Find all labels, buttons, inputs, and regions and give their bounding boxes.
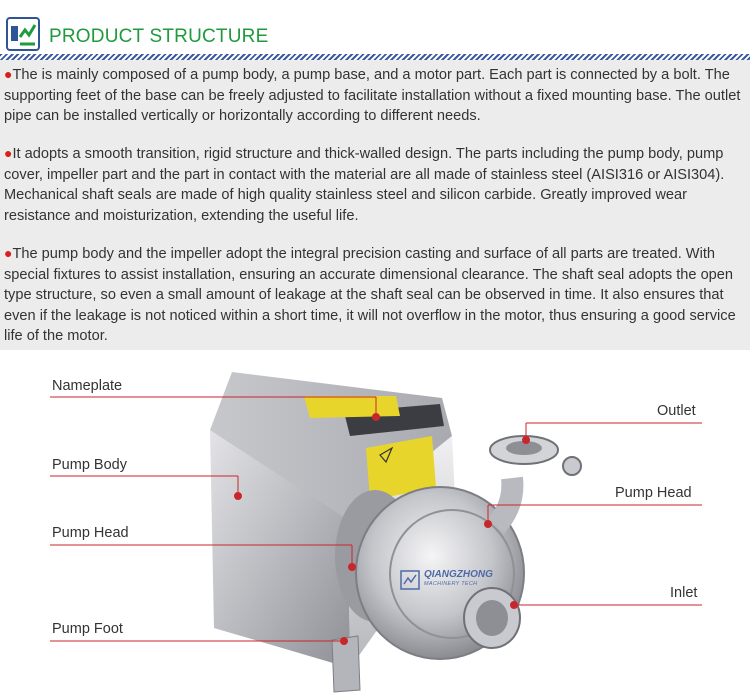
inlet-bore bbox=[476, 600, 508, 636]
label-outlet: Outlet bbox=[657, 403, 696, 419]
paragraph-structure: ●The is mainly composed of a pump body, … bbox=[4, 64, 746, 127]
brand-watermark: QIANGZHONG MACHINERY TECH bbox=[400, 569, 520, 593]
bullet-icon: ● bbox=[4, 245, 13, 261]
label-pump-foot: Pump Foot bbox=[52, 621, 123, 637]
bullet-icon: ● bbox=[4, 66, 13, 82]
paragraph-text: It adopts a smooth transition, rigid str… bbox=[4, 146, 725, 224]
callout-dot-outlet bbox=[522, 436, 530, 444]
header-divider bbox=[0, 54, 750, 60]
watermark-name: QIANGZHONG bbox=[424, 569, 493, 580]
description-panel bbox=[0, 60, 750, 350]
callout-dot-pump-head-left bbox=[348, 563, 356, 571]
pump-head-rim bbox=[389, 509, 515, 639]
pump-illustration bbox=[210, 372, 582, 693]
warning-sticker-front bbox=[366, 436, 436, 500]
outlet-bore bbox=[506, 441, 542, 455]
logo-icon bbox=[6, 17, 40, 51]
callout-dot-pump-foot bbox=[340, 637, 348, 645]
bullet-icon: ● bbox=[4, 145, 13, 161]
paragraph-seal: ●The pump body and the impeller adopt th… bbox=[4, 243, 746, 347]
watermark-subtitle: MACHINERY TECH bbox=[424, 581, 478, 587]
label-pump-head-left: Pump Head bbox=[52, 525, 129, 541]
label-inlet: Inlet bbox=[670, 585, 698, 601]
warning-icon bbox=[379, 446, 394, 464]
callout-dot-pump-head-right bbox=[484, 520, 492, 528]
label-pump-body: Pump Body bbox=[52, 457, 127, 473]
outlet-pipe bbox=[487, 476, 524, 534]
warning-sticker-top bbox=[304, 396, 400, 418]
housing-side bbox=[210, 430, 350, 668]
paragraph-material: ●It adopts a smooth transition, rigid st… bbox=[4, 143, 746, 226]
watermark-logo-icon bbox=[400, 570, 420, 590]
label-pump-head-right: Pump Head bbox=[615, 485, 692, 501]
label-nameplate: Nameplate bbox=[52, 378, 123, 394]
paragraph-text: The pump body and the impeller adopt the… bbox=[4, 246, 736, 344]
callout-lines bbox=[50, 396, 702, 645]
section-title: PRODUCT STRUCTURE bbox=[49, 26, 269, 47]
pump-foot-shape bbox=[331, 635, 361, 693]
callout-dot-inlet bbox=[510, 601, 518, 609]
paragraph-text: The is mainly composed of a pump body, a… bbox=[4, 67, 741, 124]
callout-dot-pump-body bbox=[234, 492, 242, 500]
outlet-clamp bbox=[562, 456, 582, 476]
pump-diagram bbox=[50, 372, 702, 693]
section-header: PRODUCT STRUCTURE bbox=[0, 0, 750, 62]
